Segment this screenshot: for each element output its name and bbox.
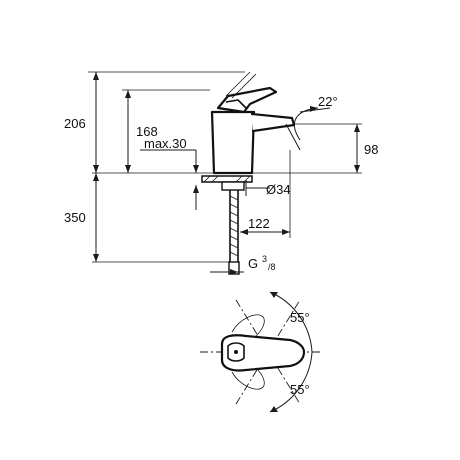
spout-angle-ray-2 bbox=[299, 107, 331, 113]
label-98: 98 bbox=[364, 142, 378, 157]
arrowhead bbox=[230, 269, 238, 275]
arrowhead bbox=[125, 90, 131, 98]
label-max30: max.30 bbox=[144, 136, 187, 151]
label-206: 206 bbox=[64, 116, 86, 131]
arrowhead bbox=[125, 165, 131, 173]
arrowhead bbox=[354, 124, 360, 132]
arrowhead bbox=[93, 173, 99, 181]
lever-detail bbox=[225, 99, 247, 109]
arrowhead bbox=[354, 165, 360, 173]
arrowhead bbox=[193, 185, 199, 193]
lever-cap bbox=[227, 342, 245, 362]
hatch bbox=[235, 175, 243, 183]
hatch bbox=[203, 175, 211, 183]
label-connection-sub: /8 bbox=[268, 262, 276, 272]
label-350: 350 bbox=[64, 210, 86, 225]
hatch bbox=[243, 175, 251, 183]
label-rotation-upper: 55° bbox=[290, 310, 310, 325]
label-diameter: Ø34 bbox=[266, 182, 291, 197]
faucet-body bbox=[210, 110, 256, 175]
lever-raised-ghost-2 bbox=[231, 73, 257, 99]
lever-indicator bbox=[234, 350, 238, 354]
hose-braid bbox=[229, 195, 239, 257]
label-connection: G bbox=[248, 256, 258, 271]
arrowhead bbox=[282, 229, 290, 235]
lever-raised-ghost bbox=[225, 71, 251, 97]
faucet-spout bbox=[250, 112, 296, 133]
lever-position-ghost-upper bbox=[231, 314, 265, 343]
rotation-arc-upper bbox=[269, 291, 313, 353]
centerline-upper-diagonal bbox=[235, 299, 301, 405]
label-spout-angle: 22° bbox=[318, 94, 338, 109]
hose-connector bbox=[228, 261, 240, 275]
hatch bbox=[211, 175, 219, 183]
faucet-lever bbox=[216, 86, 278, 114]
arrowhead bbox=[93, 254, 99, 262]
mounting-nut bbox=[221, 181, 245, 191]
spout-angle-ray bbox=[285, 123, 301, 151]
lever-position-ghost-lower bbox=[231, 361, 265, 390]
arrowhead bbox=[93, 72, 99, 80]
arrowhead bbox=[270, 406, 278, 412]
label-122: 122 bbox=[248, 216, 270, 231]
arrowhead bbox=[93, 165, 99, 173]
label-connection-sup: 3 bbox=[262, 254, 267, 264]
arrowhead bbox=[310, 106, 318, 112]
arrowhead bbox=[240, 229, 248, 235]
rotation-arc-lower bbox=[269, 351, 313, 413]
label-168: 168 bbox=[136, 124, 158, 139]
arrowhead bbox=[193, 165, 199, 173]
label-rotation-lower: 55° bbox=[290, 382, 310, 397]
centerline-lower-diagonal bbox=[235, 299, 301, 405]
arrowhead bbox=[270, 292, 278, 298]
